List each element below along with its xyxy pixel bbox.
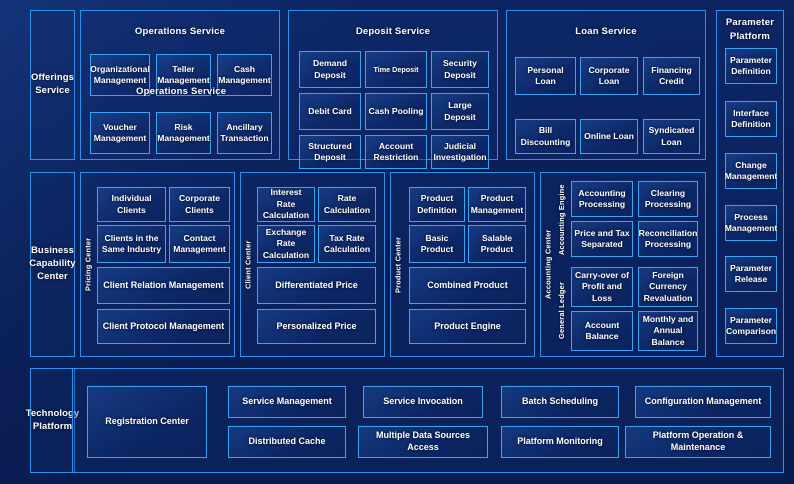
cell-change-management[interactable]: Change Management (725, 153, 777, 189)
cell-product-engine[interactable]: Product Engine (409, 309, 526, 344)
group-title-deposit-service: Deposit Service (355, 26, 431, 37)
cell-reconciliation-processing[interactable]: Reconciliation Processing (638, 221, 698, 257)
cell-large-deposit[interactable]: Large Deposit (431, 93, 489, 130)
group-operations-service[interactable]: Operations Service Organizational Manage… (80, 10, 280, 160)
cell-cash-pooling[interactable]: Cash Pooling (365, 93, 427, 130)
cell-product-definition[interactable]: Product Definition (409, 187, 465, 222)
cell-personalized-price[interactable]: Personalized Price (257, 309, 376, 344)
subgroup-vlabel-accounting-engine: Accounting Engine (557, 184, 566, 256)
cell-ancillary-transaction[interactable]: Ancillary Transaction (217, 112, 272, 154)
cell-teller-management[interactable]: Teller Management (156, 54, 211, 96)
cell-debit-card[interactable]: Debit Card (299, 93, 361, 130)
cell-platform-operation-and-maintenance[interactable]: Platform Operation & Maintenance (625, 426, 771, 458)
group-parameter-platform[interactable]: Parameter Platform Parameter Definition … (716, 10, 784, 357)
cell-contact-management[interactable]: Contact Management (169, 225, 230, 263)
group-client-center[interactable]: Client Center Interest Rate Calculation … (240, 172, 385, 357)
cell-salable-product[interactable]: Salable Product (468, 225, 526, 263)
group-loan-service[interactable]: Loan Service Personal Loan Corporate Loa… (506, 10, 706, 160)
cell-batch-scheduling[interactable]: Batch Scheduling (501, 386, 619, 418)
cell-parameter-definition[interactable]: Parameter Definition (725, 48, 777, 84)
row-label-offerings-line1: Offerings (30, 72, 75, 84)
cell-corporate-clients[interactable]: Corporate Clients (169, 187, 230, 222)
cell-corporate-loan[interactable]: Corporate Loan (580, 57, 638, 95)
row-label-offerings-line2: Service (35, 85, 70, 96)
cell-differentiated-price[interactable]: Differentiated Price (257, 267, 376, 304)
row-label-business-line3: Center (37, 270, 68, 282)
cell-registration-center[interactable]: Registration Center (87, 386, 207, 458)
cell-interface-definition[interactable]: Interface Definition (725, 101, 777, 137)
cell-risk-management[interactable]: Risk Management (156, 112, 211, 154)
cell-structured-deposit[interactable]: Structured Deposit (299, 135, 361, 169)
cell-account-restriction[interactable]: Account Restriction (365, 135, 427, 169)
row-label-business-capability-center[interactable]: Business Capability Center (29, 172, 76, 357)
cell-parameter-comparison[interactable]: Parameter Comparison (725, 308, 777, 344)
cell-tax-rate-calculation[interactable]: Tax Rate Calculation (318, 225, 376, 263)
cell-voucher-management[interactable]: Voucher Management (90, 112, 150, 154)
cell-time-deposit[interactable]: Time Deposit (365, 51, 427, 88)
cell-accounting-processing[interactable]: Accounting Processing (571, 181, 633, 217)
subgroup-vlabel-general-ledger: General Ledger (557, 281, 566, 339)
row-label-technology-platform[interactable]: Technology Platform (26, 368, 79, 473)
cell-demand-deposit[interactable]: Demand Deposit (299, 51, 361, 88)
cell-client-relation-management[interactable]: Client Relation Management (97, 267, 230, 304)
cell-parameter-release[interactable]: Parameter Release (725, 256, 777, 292)
cell-price-and-tax-separated[interactable]: Price and Tax Separated (571, 221, 633, 257)
cell-organizational-management[interactable]: Organizational Management (90, 54, 150, 96)
cell-multiple-data-sources-access[interactable]: Multiple Data Sources Access (358, 426, 488, 458)
group-vlabel-product-center: Product Center (393, 236, 403, 293)
cell-basic-product[interactable]: Basic Product (409, 225, 465, 263)
group-vlabel-pricing-center: Pricing Center (83, 237, 93, 292)
cell-judicial-investigation[interactable]: Judicial Investigation (431, 135, 489, 169)
cell-security-deposit[interactable]: Security Deposit (431, 51, 489, 88)
cell-financing-credit[interactable]: Financing Credit (643, 57, 700, 95)
cell-bill-discounting[interactable]: Bill Discounting (515, 119, 576, 154)
group-title-parameter-platform-line1: Parameter (725, 17, 775, 28)
group-product-center[interactable]: Product Center Product Definition Produc… (390, 172, 535, 357)
cell-clients-same-industry[interactable]: Clients in the Same Industry (97, 225, 166, 263)
cell-carry-over-of-profit-and-loss[interactable]: Carry-over of Profit and Loss (571, 267, 633, 307)
group-accounting-center[interactable]: Accounting Center Accounting Engine Gene… (540, 172, 706, 357)
group-title-parameter-platform-line2: Platform (729, 31, 771, 42)
cell-client-protocol-management[interactable]: Client Protocol Management (97, 309, 230, 344)
cell-interest-rate-calculation[interactable]: Interest Rate Calculation (257, 187, 315, 222)
group-technology-platform[interactable]: Registration Center Service Management D… (72, 368, 784, 473)
cell-product-management[interactable]: Product Management (468, 187, 526, 222)
cell-personal-loan[interactable]: Personal Loan (515, 57, 576, 95)
cell-configuration-management[interactable]: Configuration Management (635, 386, 771, 418)
group-title-operations-service: Operations Service (134, 26, 226, 37)
group-title-operations-service-duplicate: Operations Service (136, 86, 227, 97)
cell-process-management[interactable]: Process Management (725, 205, 777, 241)
row-label-technology-line2: Platform (32, 420, 73, 432)
group-title-loan-service: Loan Service (575, 26, 637, 37)
cell-rate-calculation[interactable]: Rate Calculation (318, 187, 376, 222)
cell-individual-clients[interactable]: Individual Clients (97, 187, 166, 222)
cell-service-management[interactable]: Service Management (228, 386, 346, 418)
group-pricing-center[interactable]: Pricing Center Individual Clients Corpor… (80, 172, 235, 357)
cell-distributed-cache[interactable]: Distributed Cache (228, 426, 346, 458)
row-label-technology-line1: Technology (25, 407, 80, 419)
group-deposit-service[interactable]: Deposit Service Demand Deposit Time Depo… (288, 10, 498, 169)
row-label-business-line2: Capability (29, 258, 76, 270)
cell-foreign-currency-revaluation[interactable]: Foreign Currency Revaluation (638, 267, 698, 307)
row-label-offerings-service[interactable]: Offerings Service (30, 10, 75, 160)
cell-combined-product[interactable]: Combined Product (409, 267, 526, 304)
cell-service-invocation[interactable]: Service Invocation (363, 386, 483, 418)
group-vlabel-client-center: Client Center (243, 240, 253, 289)
group-vlabel-accounting-center: Accounting Center (543, 229, 553, 300)
cell-cash-management[interactable]: Cash Management (217, 54, 272, 96)
cell-online-loan[interactable]: Online Loan (580, 119, 638, 154)
cell-clearing-processing[interactable]: Clearing Processing (638, 181, 698, 217)
cell-exchange-rate-calculation[interactable]: Exchange Rate Calculation (257, 225, 315, 263)
cell-syndicated-loan[interactable]: Syndicated Loan (643, 119, 700, 154)
row-label-business-line1: Business (30, 245, 75, 257)
cell-platform-monitoring[interactable]: Platform Monitoring (501, 426, 619, 458)
cell-account-balance[interactable]: Account Balance (571, 311, 633, 351)
cell-monthly-and-annual-balance[interactable]: Monthly and Annual Balance (638, 311, 698, 351)
